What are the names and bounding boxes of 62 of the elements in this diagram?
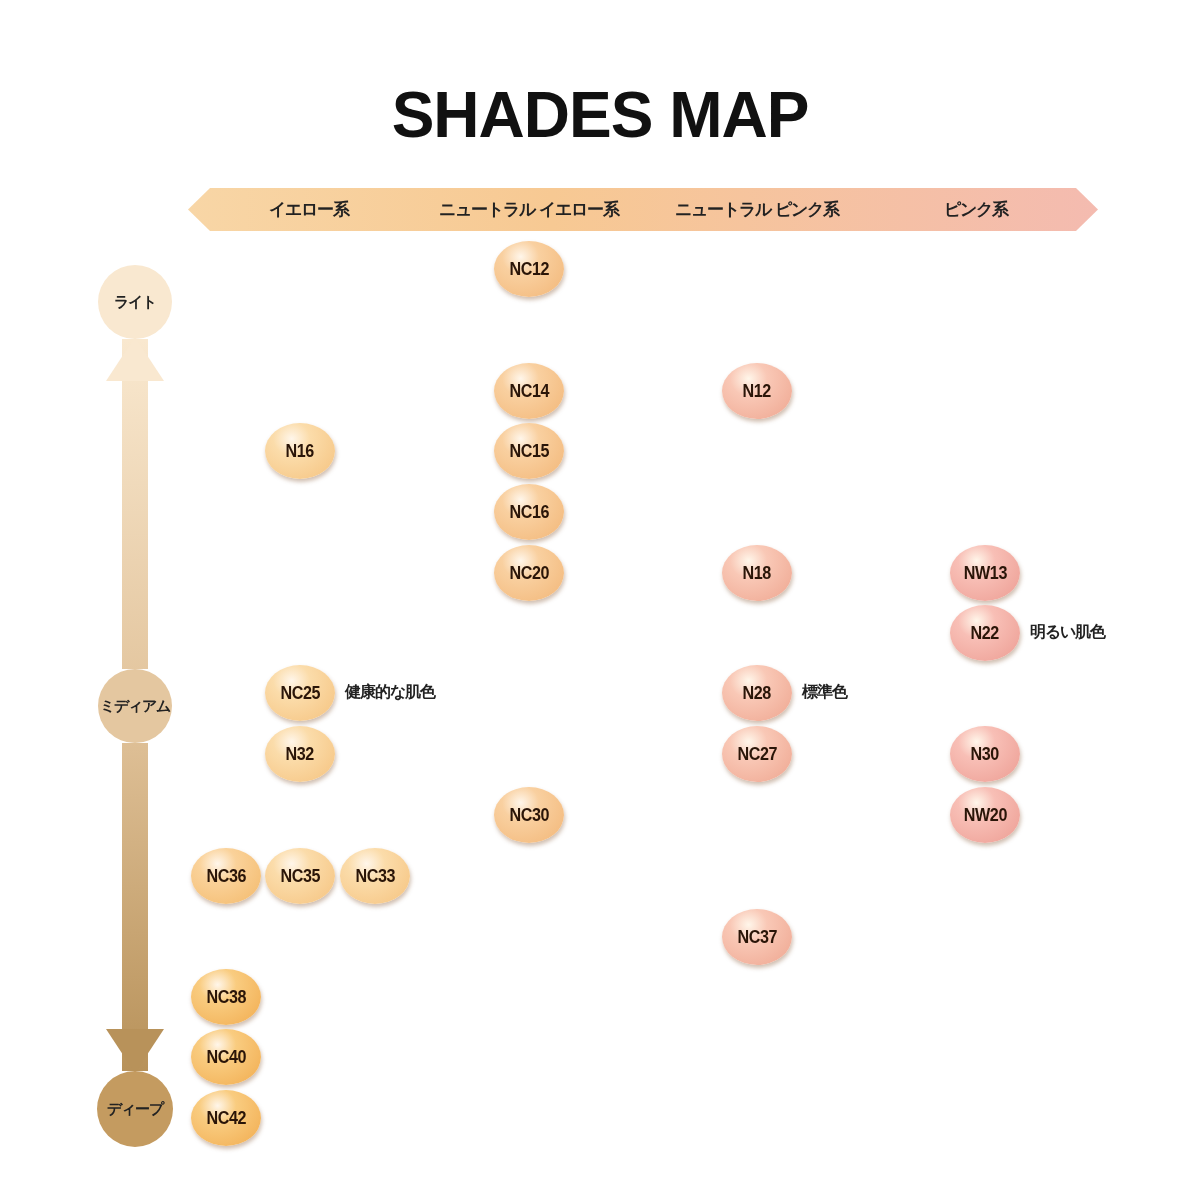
shade-code: N28 (742, 682, 772, 704)
category-label: ニュートラル ピンク系 (674, 198, 840, 221)
shade-swatch (191, 969, 261, 1025)
shade-swatch (265, 726, 335, 782)
shade-swatch (265, 848, 335, 904)
shade-code: NC42 (206, 1107, 246, 1129)
shade-swatch (191, 1029, 261, 1085)
level-label: ライト (114, 292, 156, 312)
shade-swatch (191, 1090, 261, 1146)
shade-swatch (950, 545, 1020, 601)
shade-code: NC36 (206, 865, 246, 887)
shade-code: NC15 (509, 440, 549, 462)
shade-code: NC35 (280, 865, 320, 887)
shade-swatch (950, 605, 1020, 661)
note-label: 明るい肌色 (1030, 622, 1105, 643)
shade-swatch (722, 363, 792, 419)
shade-code: NC37 (737, 926, 777, 948)
category-label: イエロー系 (269, 198, 349, 221)
shade-code: NC12 (509, 258, 549, 280)
shade-code: NC20 (509, 562, 549, 584)
shade-swatch (722, 665, 792, 721)
shade-code: NC40 (206, 1046, 246, 1068)
shade-code: NW13 (963, 562, 1007, 584)
level-label: ミディアム (100, 696, 170, 716)
shade-code: N18 (742, 562, 772, 584)
shade-code: N32 (285, 743, 315, 765)
category-label: ピンク系 (944, 198, 1008, 221)
shade-swatch (494, 484, 564, 540)
shade-swatch (494, 363, 564, 419)
shade-swatch (265, 423, 335, 479)
scale-arrow (106, 743, 164, 1073)
shade-code: NW20 (963, 804, 1007, 826)
level-label: ディープ (107, 1099, 163, 1119)
shade-code: NC27 (737, 743, 777, 765)
shade-code: NC30 (509, 804, 549, 826)
shade-code: NC33 (355, 865, 395, 887)
shade-swatch (722, 545, 792, 601)
shade-code: N16 (285, 440, 315, 462)
shade-swatch (265, 665, 335, 721)
note-label: 健康的な肌色 (345, 682, 435, 703)
shade-code: NC38 (206, 986, 246, 1008)
shade-swatch (494, 241, 564, 297)
shade-code: NC14 (509, 380, 549, 402)
shade-swatch (722, 726, 792, 782)
shade-code: NC25 (280, 682, 320, 704)
shade-swatch (191, 848, 261, 904)
note-label: 標準色 (802, 682, 847, 703)
shade-code: N22 (970, 622, 1000, 644)
shade-swatch (722, 909, 792, 965)
shade-swatch (950, 726, 1020, 782)
shade-code: N30 (970, 743, 1000, 765)
shade-code: N12 (742, 380, 772, 402)
shade-swatch (494, 787, 564, 843)
shade-swatch (494, 423, 564, 479)
shade-swatch (950, 787, 1020, 843)
diagram-title: SHADES MAP (390, 78, 810, 152)
category-label: ニュートラル イエロー系 (438, 198, 620, 221)
shade-swatch (494, 545, 564, 601)
scale-arrow (106, 337, 164, 669)
category-band (188, 188, 1098, 231)
shade-swatch (340, 848, 410, 904)
shade-code: NC16 (509, 501, 549, 523)
